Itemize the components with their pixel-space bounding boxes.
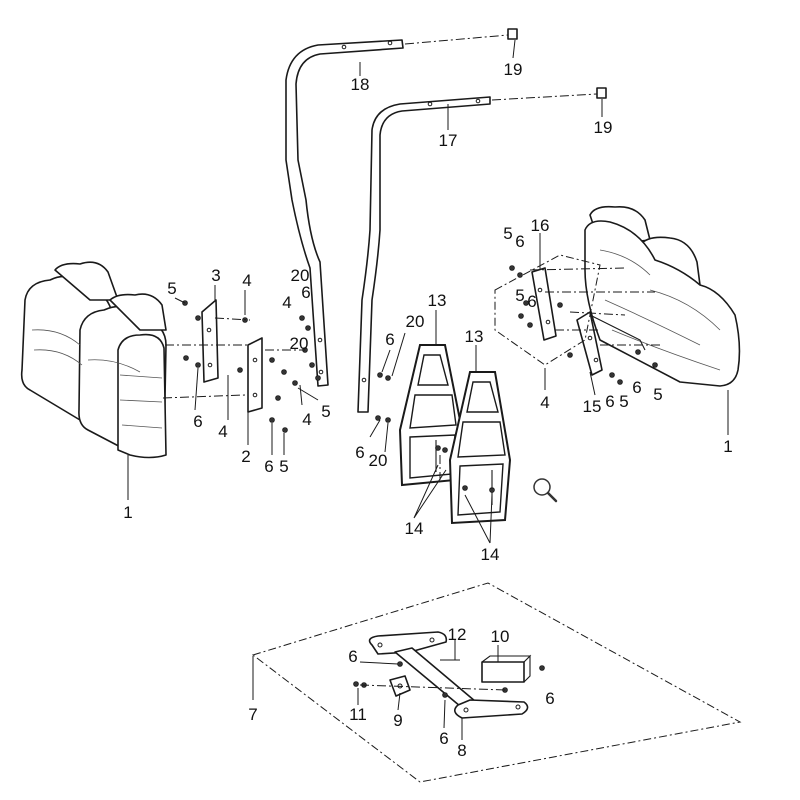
bracket-3 <box>201 299 219 383</box>
callout-4: 4 <box>282 293 291 312</box>
callout-16: 16 <box>531 216 550 235</box>
fastener-set <box>182 265 658 493</box>
callout-1: 1 <box>723 437 732 456</box>
callout-17: 17 <box>439 131 458 150</box>
leader-lines <box>127 39 729 740</box>
callout-14: 14 <box>405 519 424 538</box>
bracket-2 <box>247 337 263 413</box>
callout-6: 6 <box>355 443 364 462</box>
callout-20: 20 <box>291 266 310 285</box>
callout-6: 6 <box>264 457 273 476</box>
bracket-15 <box>576 311 646 376</box>
callout-20: 20 <box>406 312 425 331</box>
callout-6: 6 <box>301 283 310 302</box>
upper-rail-17 <box>357 96 491 413</box>
callout-2: 2 <box>241 447 250 466</box>
callout-19: 19 <box>504 60 523 79</box>
callout-14: 14 <box>481 545 500 564</box>
callout-13: 13 <box>428 291 447 310</box>
callout-11: 11 <box>349 705 367 724</box>
callout-6: 6 <box>632 378 641 397</box>
callout-19: 19 <box>594 118 613 137</box>
end-cap-19-lower <box>491 87 607 101</box>
end-cap-19-upper <box>404 28 518 45</box>
callout-4: 4 <box>302 410 311 429</box>
upper-rail-18 <box>285 39 404 387</box>
callout-9: 9 <box>393 711 402 730</box>
callout-18: 18 <box>351 75 370 94</box>
callout-1: 1 <box>123 503 132 522</box>
callout-6: 6 <box>527 292 536 311</box>
callout-5: 5 <box>503 224 512 243</box>
callout-4: 4 <box>540 393 549 412</box>
backrest-frame-13-right <box>448 371 512 525</box>
callout-6: 6 <box>545 689 554 708</box>
callout-5: 5 <box>167 279 176 298</box>
callout-20: 20 <box>290 334 309 353</box>
left-seat-cushion <box>20 261 167 459</box>
callout-7: 7 <box>248 705 257 724</box>
right-seat-cushion <box>584 205 741 387</box>
callout-20: 20 <box>369 451 388 470</box>
callout-5: 5 <box>279 457 288 476</box>
callout-3: 3 <box>211 266 220 285</box>
floor-mount-zone <box>251 582 742 783</box>
callout-6: 6 <box>348 647 357 666</box>
callout-8: 8 <box>457 741 466 760</box>
mount-bracket-assembly <box>353 631 545 719</box>
callout-12: 12 <box>448 625 467 644</box>
callout-labels: 1 1 2 3 4 4 4 4 4 5 5 5 5 5 5 5 6 6 6 6 … <box>123 60 732 760</box>
callout-10: 10 <box>491 627 510 646</box>
callout-5: 5 <box>515 286 524 305</box>
callout-6: 6 <box>385 330 394 349</box>
callout-6: 6 <box>439 729 448 748</box>
callout-15: 15 <box>583 397 602 416</box>
callout-13: 13 <box>465 327 484 346</box>
callout-6: 6 <box>605 392 614 411</box>
callout-6: 6 <box>515 232 524 251</box>
callout-4: 4 <box>242 271 251 290</box>
callout-4: 4 <box>218 422 227 441</box>
magnifier-icon[interactable] <box>533 478 558 503</box>
callout-5: 5 <box>321 402 330 421</box>
callout-6: 6 <box>193 412 202 431</box>
callout-5: 5 <box>653 385 662 404</box>
bracket-hardware-zone <box>494 254 601 366</box>
callout-5: 5 <box>619 392 628 411</box>
bracket-16 <box>531 267 557 341</box>
